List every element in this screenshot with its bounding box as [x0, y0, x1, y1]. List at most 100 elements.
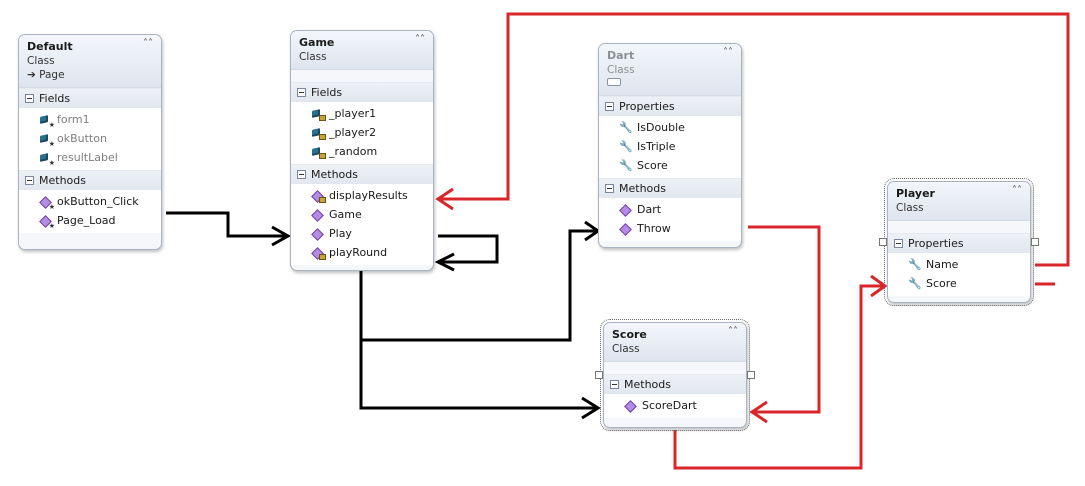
member-label: Game: [329, 208, 362, 221]
player-properties-header[interactable]: Properties: [888, 233, 1030, 253]
struct-toggle-icon: [607, 78, 621, 86]
class-game-kind: Class: [299, 51, 327, 63]
collapse-chevron-icon[interactable]: ˄˄: [1012, 185, 1022, 196]
method-displayresults[interactable]: displayResults: [291, 186, 433, 205]
arrowhead-game: [271, 225, 292, 247]
method-okbutton-click[interactable]: ★ okButton_Click: [19, 192, 161, 211]
section-label: Fields: [39, 92, 71, 105]
resize-handle-right[interactable]: [747, 371, 755, 379]
collapse-chevron-icon[interactable]: ˄˄: [143, 38, 153, 49]
game-methods-header[interactable]: Methods: [291, 164, 433, 184]
arrowhead-self: [434, 252, 455, 272]
method-scoredart[interactable]: ScoreDart: [604, 396, 746, 415]
method-icon: [619, 223, 631, 235]
default-to-game-line: [166, 211, 288, 238]
section-label: Methods: [311, 168, 358, 181]
method-throw[interactable]: Throw: [599, 219, 741, 238]
game-to-game-self-line: [438, 234, 499, 264]
class-score[interactable]: Score Class ˄˄ Methods ScoreDart: [600, 319, 750, 431]
section-label: Fields: [311, 86, 343, 99]
dart-to-score-line: [748, 225, 821, 414]
field-icon: ★: [39, 152, 55, 166]
class-player-kind: Class: [896, 202, 924, 214]
member-label: Page_Load: [57, 214, 116, 227]
class-game[interactable]: Game Class ˄˄ Fields _player1 _player2 _…: [290, 30, 434, 271]
resize-handle-left[interactable]: [595, 371, 603, 379]
class-default-base: ➔ Page: [27, 69, 65, 81]
class-score-name: Score: [612, 328, 647, 341]
collapse-minus-icon[interactable]: [25, 94, 34, 103]
collapse-minus-icon[interactable]: [894, 239, 903, 248]
game-fields-header[interactable]: Fields: [291, 82, 433, 102]
field-form1[interactable]: ★ form1: [19, 110, 161, 129]
member-label: Play: [329, 227, 352, 240]
member-label: Score: [926, 277, 957, 290]
method-play[interactable]: Play: [291, 224, 433, 243]
collapse-minus-icon[interactable]: [610, 380, 619, 389]
class-player-header[interactable]: Player Class ˄˄: [888, 182, 1030, 221]
collapse-chevron-icon[interactable]: ˄˄: [728, 326, 738, 337]
default-fields-header[interactable]: Fields: [19, 88, 161, 108]
member-label: IsDouble: [637, 121, 685, 134]
member-label: playRound: [329, 246, 388, 259]
collapse-chevron-icon[interactable]: ˄˄: [723, 47, 733, 58]
class-score-kind: Class: [612, 343, 640, 355]
member-label: _player2: [329, 126, 377, 139]
method-dart[interactable]: Dart: [599, 200, 741, 219]
default-methods-header[interactable]: Methods: [19, 170, 161, 190]
class-score-header[interactable]: Score Class ˄˄: [604, 323, 746, 362]
property-score[interactable]: 🔧 Score: [599, 156, 741, 175]
method-icon: [624, 400, 636, 412]
field-icon: ★: [39, 114, 55, 128]
collapse-minus-icon[interactable]: [297, 170, 306, 179]
member-label: IsTriple: [637, 140, 676, 153]
dart-properties-header[interactable]: Properties: [599, 96, 741, 116]
private-field-icon: [311, 127, 326, 140]
section-label: Methods: [619, 182, 666, 195]
game-to-score-line: [359, 340, 598, 410]
field-player1[interactable]: _player1: [291, 104, 433, 123]
property-isdouble[interactable]: 🔧 IsDouble: [599, 118, 741, 137]
property-player-score[interactable]: 🔧 Score: [888, 274, 1030, 293]
section-label: Methods: [39, 174, 86, 187]
member-label: Score: [637, 159, 668, 172]
field-random[interactable]: _random: [291, 142, 433, 161]
method-playround[interactable]: playRound: [291, 243, 433, 262]
arrowhead-score: [581, 396, 601, 420]
class-default-header[interactable]: Default Class ➔ Page ˄˄: [19, 35, 161, 88]
method-icon: [311, 209, 323, 221]
method-game[interactable]: Game: [291, 205, 433, 224]
collapse-minus-icon[interactable]: [605, 184, 614, 193]
arrowhead-player-red: [870, 274, 888, 298]
field-player2[interactable]: _player2: [291, 123, 433, 142]
method-icon: ★: [39, 196, 55, 210]
class-default[interactable]: Default Class ➔ Page ˄˄ Fields ★ form1 ★…: [18, 34, 162, 250]
dart-methods-header[interactable]: Methods: [599, 178, 741, 198]
score-methods-header[interactable]: Methods: [604, 374, 746, 394]
class-default-kind: Class: [27, 55, 55, 67]
collapse-chevron-icon[interactable]: ˄˄: [415, 34, 425, 45]
field-okbutton[interactable]: ★ okButton: [19, 129, 161, 148]
collapse-minus-icon[interactable]: [25, 176, 34, 185]
class-game-header[interactable]: Game Class ˄˄: [291, 31, 433, 70]
class-dart[interactable]: Dart Class ˄˄ Properties 🔧 IsDouble 🔧 Is…: [598, 43, 742, 248]
resize-handle-left[interactable]: [879, 238, 887, 246]
member-label: displayResults: [329, 189, 408, 202]
resize-handle-right[interactable]: [1031, 238, 1039, 246]
private-field-icon: [311, 146, 326, 159]
field-resultlabel[interactable]: ★ resultLabel: [19, 148, 161, 167]
class-player[interactable]: Player Class ˄˄ Properties 🔧 Name 🔧 Scor…: [884, 178, 1034, 306]
arrowhead-dart: [584, 220, 601, 242]
collapse-minus-icon[interactable]: [605, 102, 614, 111]
class-default-name: Default: [27, 40, 73, 53]
wrench-icon: 🔧: [619, 139, 633, 153]
collapse-minus-icon[interactable]: [297, 88, 306, 97]
property-istriple[interactable]: 🔧 IsTriple: [599, 137, 741, 156]
member-label: resultLabel: [57, 151, 118, 164]
arrowhead-score-red: [749, 400, 768, 424]
property-name[interactable]: 🔧 Name: [888, 255, 1030, 274]
method-page-load[interactable]: ★ Page_Load: [19, 211, 161, 230]
class-dart-header[interactable]: Dart Class ˄˄: [599, 44, 741, 96]
member-label: _random: [329, 145, 378, 158]
field-icon: ★: [39, 133, 55, 147]
